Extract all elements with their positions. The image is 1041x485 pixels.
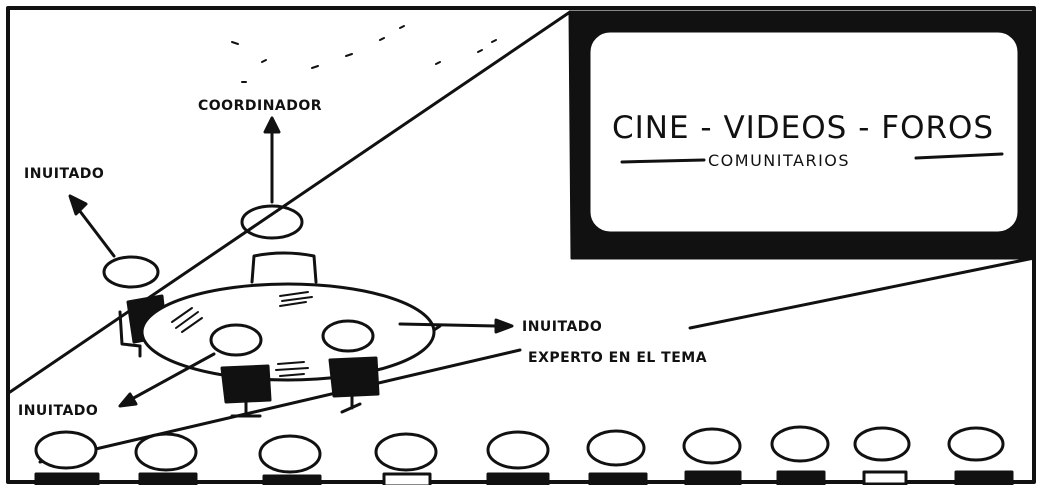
expert-guest-arrow: [398, 318, 514, 334]
audience-seat: [134, 432, 198, 485]
expert-guest-sublabel: EXPERTO EN EL TEMA: [528, 350, 707, 366]
audience-seat: [486, 430, 550, 485]
expert-guest-figure: [321, 319, 380, 414]
table-papers: [171, 291, 313, 377]
audience-row: [34, 425, 1014, 485]
guest-bottom-label: INUITADO: [18, 403, 98, 419]
guest-left-label: INUITADO: [24, 166, 104, 182]
coordinator-figure: [240, 204, 318, 284]
coordinator-label: COORDINADOR: [198, 98, 322, 114]
audience-seat: [770, 425, 830, 485]
wall-line-upper: [8, 10, 572, 394]
subtitle-rule-right: [914, 152, 1004, 160]
round-table: [140, 282, 442, 382]
audience-seat: [374, 432, 438, 485]
audience-seat: [586, 429, 648, 485]
guest-bottom-arrow: [118, 352, 216, 408]
guest-left-arrow: [68, 194, 116, 258]
guest-bottom-figure: [209, 323, 272, 418]
screen-title: CINE - VIDEOS - FOROS: [612, 110, 994, 146]
coordinator-arrow: [263, 116, 281, 204]
projection-screen: [568, 10, 1036, 260]
audience-seat: [853, 426, 911, 485]
subtitle-rule-left: [620, 158, 706, 164]
screen-subtitle: COMUNITARIOS: [708, 151, 850, 170]
floor-line-right: [688, 256, 1036, 330]
audience-seat: [258, 434, 322, 485]
decorative-dashes: [231, 25, 497, 83]
audience-seat: [34, 430, 100, 485]
audience-seat: [682, 427, 742, 485]
floor-line-lower: [38, 348, 522, 464]
audience-seat: [947, 426, 1014, 485]
expert-guest-label: INUITADO: [522, 319, 602, 335]
